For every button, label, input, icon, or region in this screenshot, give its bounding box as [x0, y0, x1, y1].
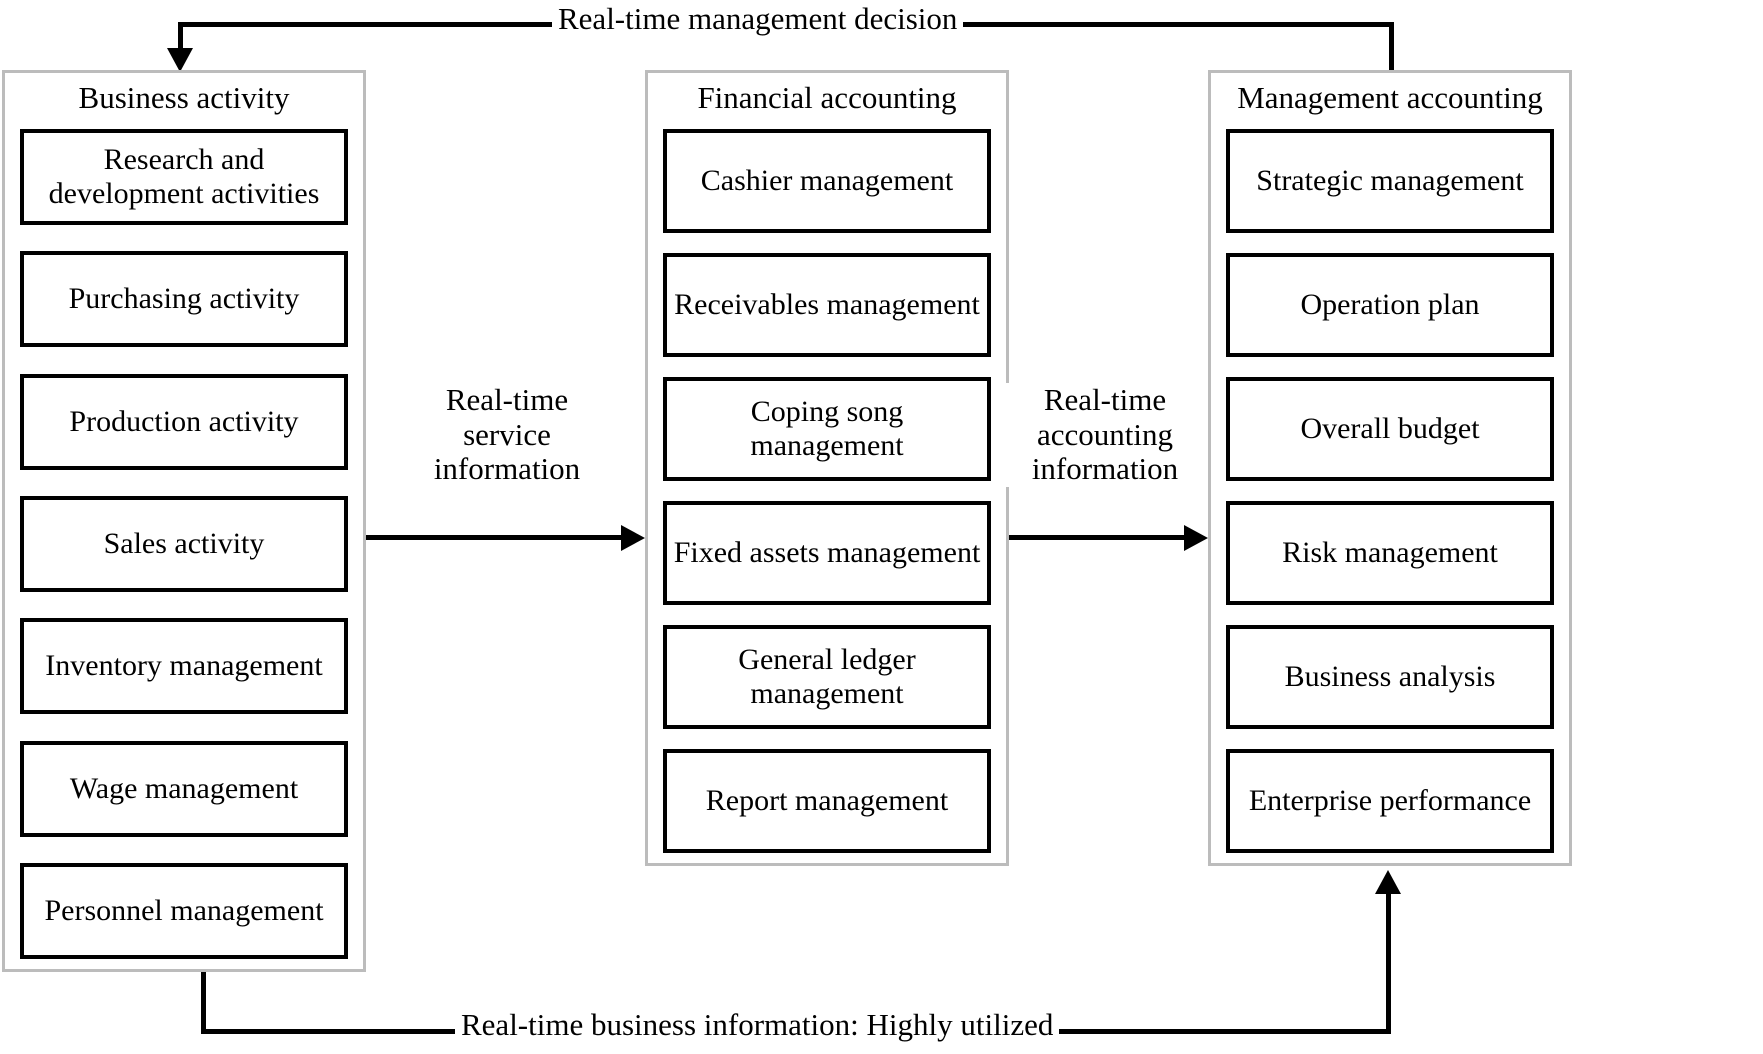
item-label: Research and development activities: [48, 142, 320, 210]
item-general-ledger-management[interactable]: General ledger management: [663, 625, 991, 729]
item-sales-activity[interactable]: Sales activity: [20, 495, 348, 592]
edge-accounting-information-label: Real-time accounting information: [1003, 382, 1207, 488]
column-items-financial-accounting: Cashier management Receivables managemen…: [663, 129, 991, 853]
edge-label-line-3: information: [433, 451, 581, 487]
item-label: Inventory management: [45, 649, 323, 683]
item-label: Production activity: [69, 404, 299, 438]
edge-label-line-2: accounting: [1036, 416, 1173, 452]
item-label: General ledger management: [738, 642, 916, 710]
column-title-business-activity: Business activity: [78, 80, 290, 115]
bottom-edge-label: Real-time business information: Highly u…: [455, 1007, 1060, 1043]
edge-label-line-1: Real-time: [1043, 382, 1167, 417]
item-label: Sales activity: [103, 526, 265, 560]
column-title-management-accounting: Management accounting: [1237, 80, 1543, 115]
column-business-activity: Business activity Research and developme…: [2, 70, 366, 972]
item-production-activity[interactable]: Production activity: [20, 373, 348, 470]
item-inventory-management[interactable]: Inventory management: [20, 618, 348, 715]
item-business-analysis[interactable]: Business analysis: [1226, 625, 1554, 729]
top-edge-vertical-right: [1389, 22, 1394, 72]
top-edge-arrowhead: [167, 48, 193, 72]
item-label: Coping song management: [750, 394, 904, 462]
item-label: Enterprise performance: [1248, 783, 1532, 817]
item-enterprise-performance[interactable]: Enterprise performance: [1226, 749, 1554, 853]
column-management-accounting: Management accounting Strategic manageme…: [1208, 70, 1572, 866]
column-items-business-activity: Research and development activities Purc…: [20, 129, 348, 959]
item-wage-management[interactable]: Wage management: [20, 740, 348, 837]
column-items-management-accounting: Strategic management Operation plan Over…: [1226, 129, 1554, 853]
bottom-edge-vertical-left: [201, 972, 206, 1034]
edge-accounting-information-line: [1009, 535, 1185, 540]
item-personnel-management[interactable]: Personnel management: [20, 862, 348, 959]
bottom-edge-vertical-right: [1386, 894, 1391, 1032]
item-strategic-management[interactable]: Strategic management: [1226, 129, 1554, 233]
item-label: Business analysis: [1284, 659, 1496, 693]
edge-label-line-1: Real-time: [445, 382, 569, 417]
item-label: Overall budget: [1300, 411, 1480, 445]
item-purchasing-activity[interactable]: Purchasing activity: [20, 251, 348, 348]
item-research-and-development-activities[interactable]: Research and development activities: [20, 129, 348, 225]
item-label: Fixed assets management: [673, 535, 981, 569]
item-risk-management[interactable]: Risk management: [1226, 501, 1554, 605]
item-fixed-assets-management[interactable]: Fixed assets management: [663, 501, 991, 605]
edge-service-information-label: Real-time service information: [396, 382, 618, 488]
item-operation-plan[interactable]: Operation plan: [1226, 253, 1554, 357]
item-overall-budget[interactable]: Overall budget: [1226, 377, 1554, 481]
item-label: Risk management: [1282, 535, 1498, 569]
item-label: Receivables management: [674, 287, 980, 321]
item-label: Report management: [705, 783, 949, 817]
item-label: Personnel management: [44, 893, 324, 927]
item-label: Wage management: [69, 771, 299, 805]
top-edge-label: Real-time management decision: [552, 1, 964, 37]
item-label: Strategic management: [1256, 163, 1524, 197]
item-label: Cashier management: [700, 163, 954, 197]
item-receivables-management[interactable]: Receivables management: [663, 253, 991, 357]
edge-service-information-line: [366, 535, 622, 540]
edge-accounting-information-arrowhead: [1184, 525, 1208, 551]
edge-label-line-3: information: [1031, 451, 1179, 487]
item-label: Purchasing activity: [68, 282, 300, 316]
column-title-financial-accounting: Financial accounting: [697, 80, 957, 115]
edge-service-information-arrowhead: [621, 525, 645, 551]
top-edge-vertical-left: [178, 22, 183, 52]
item-label: Operation plan: [1300, 287, 1480, 321]
edge-label-line-2: service: [463, 416, 551, 452]
item-cashier-management[interactable]: Cashier management: [663, 129, 991, 233]
bottom-edge-arrowhead: [1375, 870, 1401, 894]
item-report-management[interactable]: Report management: [663, 749, 991, 853]
item-coping-song-management[interactable]: Coping song management: [663, 377, 991, 481]
column-financial-accounting: Financial accounting Cashier management …: [645, 70, 1009, 866]
